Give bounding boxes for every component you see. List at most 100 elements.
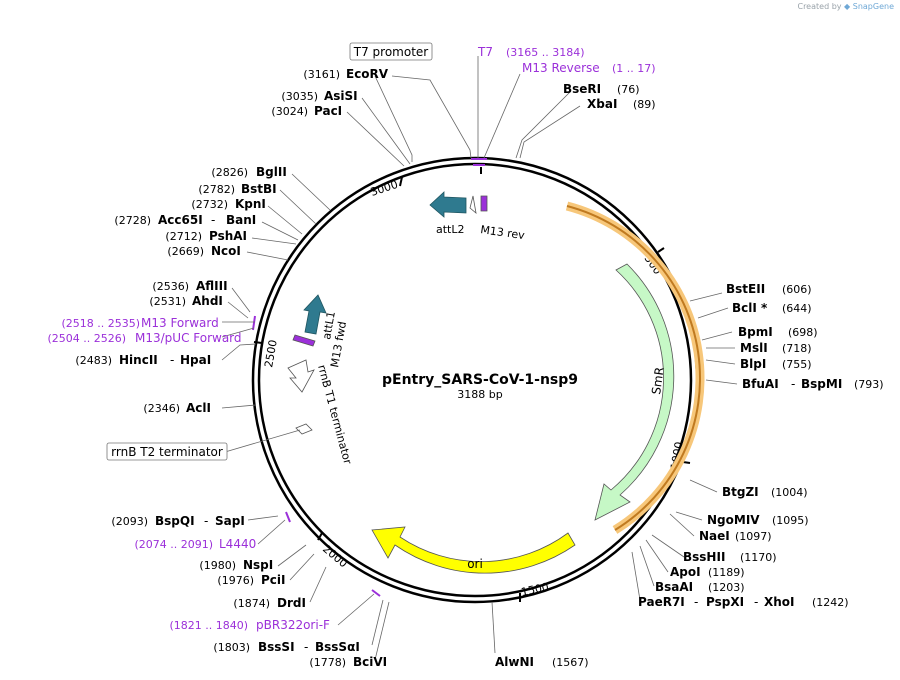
primer-t7[interactable]: T7 (477, 45, 493, 59)
svg-text:NspI: NspI (243, 558, 273, 572)
site-ecorv[interactable]: (3161)EcoRV (303, 67, 388, 81)
site-bpmi[interactable]: BpmI(698) (738, 325, 818, 339)
svg-text:2000: 2000 (320, 542, 350, 570)
primer-m13puc-range: (2504 .. 2526) (47, 332, 126, 345)
rrnb-t2-arrow[interactable] (295, 423, 313, 435)
site-drdi[interactable]: (1874)DrdI (233, 596, 306, 610)
svg-text:(2536): (2536) (152, 280, 189, 293)
svg-text:BpmI: BpmI (738, 325, 773, 339)
svg-text:AclI: AclI (186, 401, 211, 415)
site-bglii[interactable]: (2826)BglII (211, 165, 286, 179)
svg-text:BglII: BglII (256, 165, 287, 179)
svg-text:BclI *: BclI * (732, 301, 768, 315)
site-bstbi[interactable]: (2782)BstBI (198, 182, 276, 196)
snapgene-logo: ◆ SnapGene (844, 2, 894, 11)
svg-text:(644): (644) (782, 302, 812, 315)
site-afliii[interactable]: (2536) AflIII (152, 279, 227, 293)
svg-text:HpaI: HpaI (180, 353, 211, 367)
attl1-arrow[interactable] (303, 294, 327, 335)
site-nspi[interactable]: (1980) NspI (199, 558, 273, 572)
site-paci[interactable]: (3024) PacI (271, 104, 342, 118)
svg-text:(1980): (1980) (199, 559, 236, 572)
svg-text:3000: 3000 (369, 178, 400, 199)
svg-text:(2483): (2483) (75, 354, 112, 367)
primer-m13-forward[interactable]: M13 Forward (141, 316, 219, 330)
svg-text:AlwNI: AlwNI (495, 655, 534, 669)
smr-label: SmR (649, 366, 667, 395)
site-ahdi[interactable]: (2531)AhdI (149, 294, 222, 308)
site-kpni[interactable]: (2732)KpnI (191, 197, 265, 211)
m13-rev-label: M13 rev (480, 223, 526, 242)
site-bseri[interactable]: BseRI(76) (563, 82, 640, 96)
svg-text:(718): (718) (782, 342, 812, 355)
svg-text:(1567): (1567) (552, 656, 589, 669)
site-bsssi[interactable]: (1803)BssSI-BssSαI (213, 640, 359, 654)
svg-text:(1189): (1189) (708, 566, 745, 579)
svg-text:(2732): (2732) (191, 198, 228, 211)
site-bspqi[interactable]: (2093)BspQI-SapI (111, 514, 244, 528)
site-ncoi[interactable]: (2669)NcoI (167, 244, 240, 258)
site-apoi[interactable]: ApoI(1189) (670, 565, 745, 579)
smr-arrow[interactable] (594, 263, 675, 521)
rrnb-t1-arrow[interactable] (287, 359, 315, 393)
m13-rev-arrow[interactable] (480, 195, 488, 212)
credit-brand: SnapGene (852, 2, 894, 11)
svg-text:DrdI: DrdI (277, 596, 306, 610)
primer-l4440[interactable]: L4440 (219, 537, 256, 551)
t7-promoter-box[interactable]: T7 promoter (349, 42, 433, 61)
svg-text:AsiSI: AsiSI (324, 89, 358, 103)
svg-text:PacI: PacI (314, 104, 342, 118)
svg-text:(1778): (1778) (309, 656, 346, 669)
primer-m13-reverse[interactable]: M13 Reverse (522, 61, 600, 75)
site-asisi[interactable]: (3035)AsiSI (281, 89, 357, 103)
primer-l4440-range: (2074 .. 2091) (134, 538, 213, 551)
svg-text:(1242): (1242) (812, 596, 849, 609)
site-paer7i[interactable]: PaeR7I-PspXI-XhoI(1242) (638, 595, 849, 609)
site-xbai[interactable]: XbaI (89) (587, 97, 656, 111)
svg-text:-: - (211, 213, 215, 227)
ori-label: ori (467, 557, 483, 571)
svg-text:(2346): (2346) (143, 402, 180, 415)
svg-text:BssHII: BssHII (683, 550, 725, 564)
site-ngomiv[interactable]: NgoMIV(1095) (707, 513, 809, 527)
site-bsshii[interactable]: BssHII(1170) (683, 550, 777, 564)
svg-text:(3024): (3024) (271, 105, 308, 118)
primer-m13puc-forward[interactable]: M13/pUC Forward (135, 331, 242, 345)
site-bsteii[interactable]: BstEII(606) (726, 282, 812, 296)
svg-text:BssSI: BssSI (258, 640, 295, 654)
site-bfuai[interactable]: BfuAI-BspMI(793) (742, 377, 884, 391)
site-naei[interactable]: NaeI(1097) (699, 529, 772, 543)
svg-text:-: - (170, 353, 174, 367)
site-acli[interactable]: (2346) AclI (143, 401, 211, 415)
m13-fwd-arrow[interactable] (292, 334, 316, 347)
site-bsaai[interactable]: BsaAI(1203) (655, 580, 745, 594)
svg-text:BciVI: BciVI (353, 655, 387, 669)
site-acc65i[interactable]: (2728)Acc65I-BanI (114, 213, 256, 227)
site-btgzi[interactable]: BtgZI(1004) (722, 485, 808, 499)
attl2-arrow[interactable] (429, 191, 467, 218)
svg-text:(2728): (2728) (114, 214, 151, 227)
svg-text:(89): (89) (633, 98, 656, 111)
site-msli[interactable]: MslI (718) (740, 341, 812, 355)
sites-right: BseRI(76) XbaI (89) BstEII(606) BclI * (64… (563, 82, 884, 609)
svg-text:MslI: MslI (740, 341, 768, 355)
sites-left: (3161)EcoRV (3035)AsiSI (3024) PacI (2826… (75, 67, 588, 669)
svg-text:rrnB T2 terminator: rrnB T2 terminator (111, 445, 223, 459)
svg-text:(755): (755) (782, 358, 812, 371)
primer-pbr322ori[interactable]: pBR322ori-F (256, 618, 330, 632)
ori-arrow[interactable] (371, 526, 576, 574)
primer-m13-forward-range: (2518 .. 2535) (61, 317, 140, 330)
site-blpi[interactable]: BlpI(755) (740, 357, 812, 371)
svg-text:EcoRV: EcoRV (346, 67, 389, 81)
site-bcli[interactable]: BclI * (644) (732, 301, 812, 315)
rrnb-t2-box[interactable]: rrnB T2 terminator (106, 442, 228, 461)
site-bcivi[interactable]: (1778) BciVI (309, 655, 387, 669)
credit-prefix: Created by (797, 2, 842, 11)
site-pcii[interactable]: (1976)PciI (217, 573, 285, 587)
site-pshai[interactable]: (2712)PshAI (165, 229, 247, 243)
svg-text:XbaI: XbaI (587, 97, 617, 111)
site-alwni[interactable]: AlwNI (1567) (495, 655, 589, 669)
svg-text:AflIII: AflIII (196, 279, 228, 293)
site-hincii[interactable]: (2483)HincII-HpaI (75, 353, 211, 367)
